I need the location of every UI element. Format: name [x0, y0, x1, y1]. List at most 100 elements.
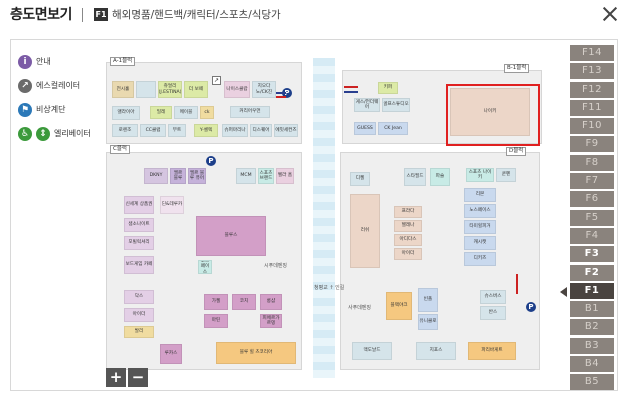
store-tile[interactable]: 유니클로: [418, 314, 438, 330]
floor-button-b1[interactable]: B1: [570, 301, 614, 318]
store-tile[interactable]: 쿤펜: [496, 168, 516, 182]
street-label: 시푸데멘징: [264, 263, 288, 269]
floor-button-f9[interactable]: F9: [570, 136, 614, 153]
floor-button-f8[interactable]: F8: [570, 154, 614, 171]
store-tile[interactable]: 쥬얼리(J.ESTINA): [158, 81, 182, 98]
store-tile[interactable]: 신세계 상품권: [124, 196, 154, 214]
legend-item-emergency-stairs: ⚑ 비상계단: [18, 100, 91, 119]
store-tile[interactable]: 슈퍼마리나: [222, 124, 248, 137]
store-tile[interactable]: 샘소나이트: [124, 218, 154, 232]
floor-selector: F14 F13 F12 F11 F10 F9 F8 F7 F6 F5 F4 F3…: [570, 45, 614, 393]
store-tile[interactable]: DKNY: [144, 168, 168, 184]
store-tile[interactable]: 게스/언더웨어: [354, 98, 380, 112]
store-tile[interactable]: CC클럽: [140, 124, 166, 137]
store-tile[interactable]: 코치: [232, 294, 256, 310]
store-tile[interactable]: 롱샴: [260, 294, 282, 310]
escalator-icon: ↗: [212, 76, 221, 85]
store-tile[interactable]: 가젤: [204, 294, 228, 310]
store-tile[interactable]: 디젤: [350, 172, 370, 186]
floor-button-b3[interactable]: B3: [570, 337, 614, 354]
store-tile[interactable]: Y-셀렉: [194, 124, 218, 137]
floor-button-b5[interactable]: B5: [570, 374, 614, 391]
store-tile[interactable]: 노스페이스: [198, 260, 212, 274]
floor-button-f1[interactable]: F1: [570, 282, 614, 299]
store-tile[interactable]: 에잇세컨즈: [274, 124, 298, 137]
store-tile[interactable]: 앨라이아: [112, 106, 140, 120]
store-tile[interactable]: 블랙야크: [386, 292, 412, 320]
emergency-stairs-icon: ⚑: [18, 102, 32, 117]
floor-button-f3[interactable]: F3: [570, 246, 614, 263]
floor-button-f5[interactable]: F5: [570, 209, 614, 226]
store-tile[interactable]: 밀레: [150, 106, 172, 119]
store-tile[interactable]: MCM: [236, 168, 256, 184]
store-tile[interactable]: 메이블: [174, 106, 198, 119]
store-tile[interactable]: 아이더: [124, 308, 154, 322]
zoom-out-button[interactable]: −: [128, 368, 148, 387]
store-tile[interactable]: 부트: [168, 124, 186, 137]
store-tile[interactable]: 슈스버스: [480, 290, 506, 304]
store-tile[interactable]: CK Jean: [378, 122, 408, 135]
store-tile[interactable]: 커리어우먼: [230, 106, 270, 118]
store-tile[interactable]: 프라다: [394, 206, 422, 218]
zoom-in-button[interactable]: +: [106, 368, 126, 387]
store-tile[interactable]: 지포스: [416, 342, 456, 360]
store-tile[interactable]: 발리: [124, 326, 154, 338]
store-tile[interactable]: 닥스: [124, 290, 154, 304]
block-c-label: C블럭: [110, 145, 130, 154]
floor-button-f10[interactable]: F10: [570, 118, 614, 135]
store-tile[interactable]: 마틴: [204, 314, 228, 328]
store-tile[interactable]: [136, 81, 156, 98]
store-tile[interactable]: 파리바게트: [468, 342, 516, 360]
store-tile[interactable]: 디키즈: [464, 252, 496, 266]
store-tile[interactable]: 모빌럭셔리: [124, 236, 154, 250]
floor-button-b2[interactable]: B2: [570, 319, 614, 336]
store-tile[interactable]: GUESS: [354, 122, 376, 135]
floor-button-b4[interactable]: B4: [570, 356, 614, 373]
store-tile[interactable]: 디스퀘어: [250, 124, 272, 137]
store-tile[interactable]: 딘&데루카: [160, 196, 184, 214]
floor-button-f11[interactable]: F11: [570, 99, 614, 116]
store-tile[interactable]: 로렌조: [112, 124, 138, 137]
store-tile[interactable]: 블루 힐 츠코리아: [216, 342, 296, 364]
store-tile[interactable]: 더 보떼: [184, 81, 208, 98]
store-tile[interactable]: 스타필드: [404, 168, 426, 186]
store-tile[interactable]: 타미힐피거: [464, 220, 496, 234]
store-tile[interactable]: 피에르가르뎅: [260, 314, 282, 328]
store-tile[interactable]: 전시홀: [112, 81, 134, 98]
floor-button-f7[interactable]: F7: [570, 173, 614, 190]
store-tile[interactable]: 엘르 블루 퓨어: [188, 168, 206, 184]
store-tile[interactable]: 블루스: [196, 216, 266, 256]
store-tile[interactable]: 노스페이스: [464, 204, 496, 218]
store-tile[interactable]: 캐시캣: [464, 236, 496, 250]
store-tile[interactable]: 엘르 블루: [170, 168, 186, 184]
store-tile[interactable]: 키퍼: [378, 82, 398, 94]
store-tile[interactable]: 스포츠 나이키: [466, 168, 494, 182]
store-tile[interactable]: 골프스튜디오: [382, 98, 410, 112]
escalator-icon: ↗: [18, 78, 32, 93]
floor-button-f12[interactable]: F12: [570, 81, 614, 98]
store-tile[interactable]: 맥도날드: [352, 342, 392, 360]
floor-button-f4[interactable]: F4: [570, 227, 614, 244]
store-tile[interactable]: 빈폴: [418, 288, 438, 312]
store-tile[interactable]: 반스: [480, 306, 506, 320]
store-tile[interactable]: 아디다스: [394, 234, 422, 246]
store-tile[interactable]: 아이더: [394, 248, 422, 260]
store-nike[interactable]: 나이키: [450, 88, 530, 136]
store-tile[interactable]: ck: [200, 106, 214, 119]
floor-button-f13[interactable]: F13: [570, 63, 614, 80]
floor-map[interactable]: A-1블럭 전시홀 쥬얼리(J.ESTINA) 더 보떼 나이스클랍 지오다노/…: [104, 48, 548, 387]
store-tile[interactable]: 루카스: [160, 344, 182, 364]
store-tile[interactable]: 보드게임 카페: [124, 256, 154, 274]
close-icon[interactable]: [602, 6, 618, 22]
store-tile[interactable]: 스포츠 브랜드: [258, 168, 274, 184]
store-tile[interactable]: 나이스클랍: [224, 81, 250, 98]
floor-button-f6[interactable]: F6: [570, 191, 614, 208]
store-tile[interactable]: 러쉬: [350, 194, 380, 268]
store-tile[interactable]: 파슬: [430, 168, 450, 186]
store-tile[interactable]: 지오다노/CK진: [252, 81, 276, 98]
store-tile[interactable]: 벨라 홈: [276, 168, 294, 184]
store-tile[interactable]: 헬레나: [394, 220, 422, 232]
store-tile[interactable]: 리본: [464, 188, 496, 202]
floor-button-f14[interactable]: F14: [570, 45, 614, 61]
floor-button-f2[interactable]: F2: [570, 264, 614, 281]
